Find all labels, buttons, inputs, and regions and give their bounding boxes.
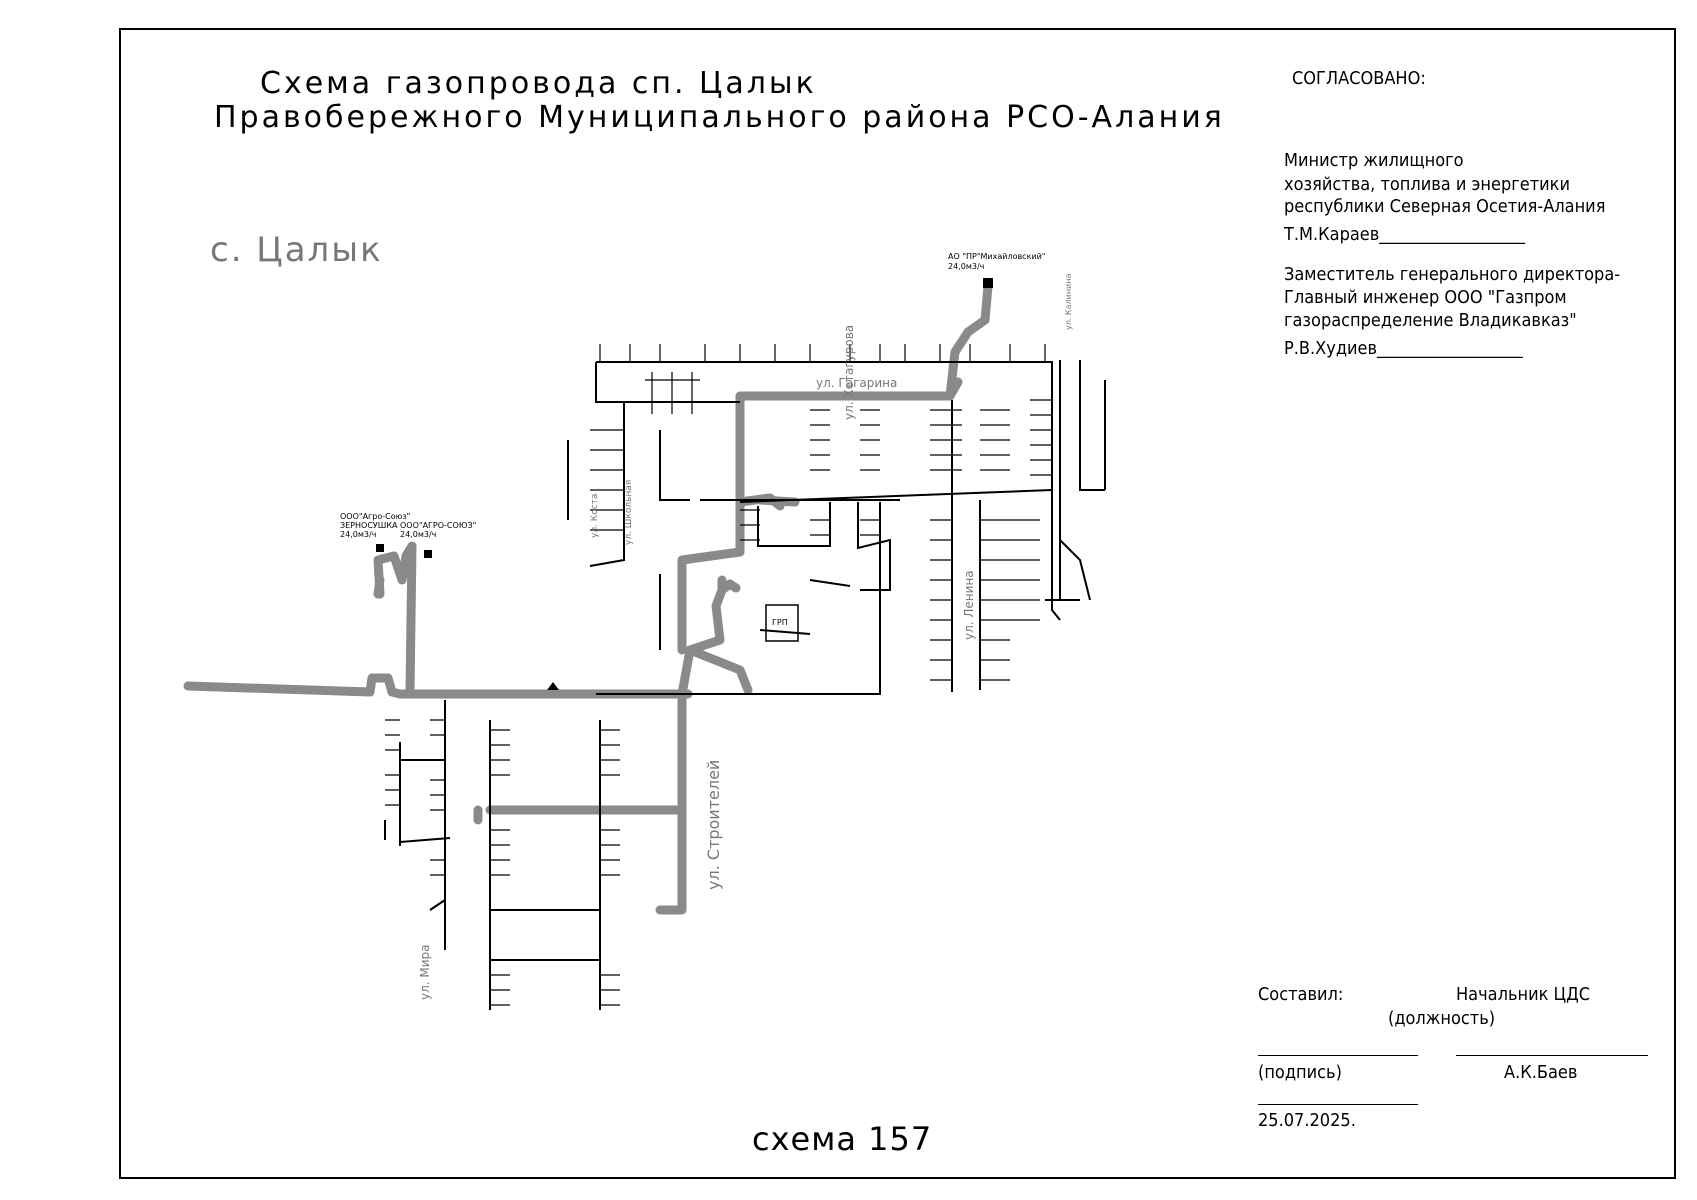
- composed-label: Составил:: [1258, 984, 1344, 1005]
- title-line-2: Правобережного Муниципального района РСО…: [214, 100, 1225, 135]
- ao-pr-label: АО "ПР"Михайловский": [948, 252, 1046, 261]
- street-mira: ул. Мира: [418, 944, 432, 1000]
- signature-caption: (подпись): [1258, 1062, 1342, 1083]
- deputy-line-3: газораспределение Владикавказ": [1284, 310, 1577, 331]
- name-line: [1456, 1055, 1648, 1056]
- ao-pr-flow: 24,0м3/ч: [948, 262, 985, 271]
- street-kosta: ул. Коста: [590, 493, 600, 538]
- high-pressure-pipes: [183, 281, 993, 915]
- low-pressure-pipes: [384, 360, 1106, 1010]
- street-stroiteley: ул. Строителей: [704, 759, 723, 890]
- minister-line-3: республики Северная Осетия-Алания: [1284, 196, 1606, 217]
- ooo-2-flow: 24,0м3/ч: [400, 530, 437, 539]
- street-shkolnaya: ул. Школьная: [624, 479, 634, 545]
- ooo-1-flow: 24,0м3/ч: [340, 530, 377, 539]
- deputy-line-1: Заместитель генерального директора-: [1284, 264, 1621, 285]
- approval-header: СОГЛАСОВАНО:: [1292, 68, 1426, 89]
- ooo1-node: [376, 544, 384, 552]
- street-lenina: ул. Ленина: [962, 570, 976, 640]
- drawing-frame: [119, 28, 1676, 1179]
- minister-line-2: хозяйства, топлива и энергетики: [1284, 174, 1570, 195]
- ooo-1-label-b: ЗЕРНОСУШКА: [340, 521, 398, 530]
- name-value: А.К.Баев: [1504, 1062, 1578, 1083]
- service-branches: [385, 344, 1052, 1006]
- village-name: с. Цалык: [210, 230, 383, 270]
- minister-signature: Т.М.Караев__________________: [1284, 224, 1525, 245]
- grp-building: [765, 604, 799, 642]
- signature-line: [1258, 1055, 1418, 1056]
- street-khetagurova: ул. Хетагурова: [842, 324, 856, 420]
- date-line: [1258, 1104, 1418, 1105]
- date-value: 25.07.2025.: [1258, 1110, 1356, 1131]
- schema-number: схема 157: [752, 1120, 933, 1158]
- position-caption: (должность): [1388, 1008, 1496, 1029]
- valve-marker: [547, 682, 559, 690]
- ooo2-node: [424, 550, 432, 558]
- street-kalinina: ул. Калинина: [1064, 273, 1073, 330]
- ao-connection-node: [983, 278, 993, 288]
- ooo-2-label: ООО"АГРО-СОЮЗ": [400, 521, 477, 530]
- deputy-signature: Р.В.Худиев__________________: [1284, 338, 1523, 359]
- title-line-1: Схема газопровода сп. Цалык: [260, 66, 817, 101]
- minister-line-1: Министр жилищного: [1284, 150, 1464, 171]
- position-value: Начальник ЦДС: [1456, 984, 1591, 1005]
- deputy-line-2: Главный инженер ООО "Газпром: [1284, 287, 1567, 308]
- street-gagarina: ул. Гагарина: [816, 376, 898, 390]
- ooo-1-label: ООО"Агро-Союз": [340, 512, 411, 521]
- grp-label: ГРП: [772, 618, 788, 627]
